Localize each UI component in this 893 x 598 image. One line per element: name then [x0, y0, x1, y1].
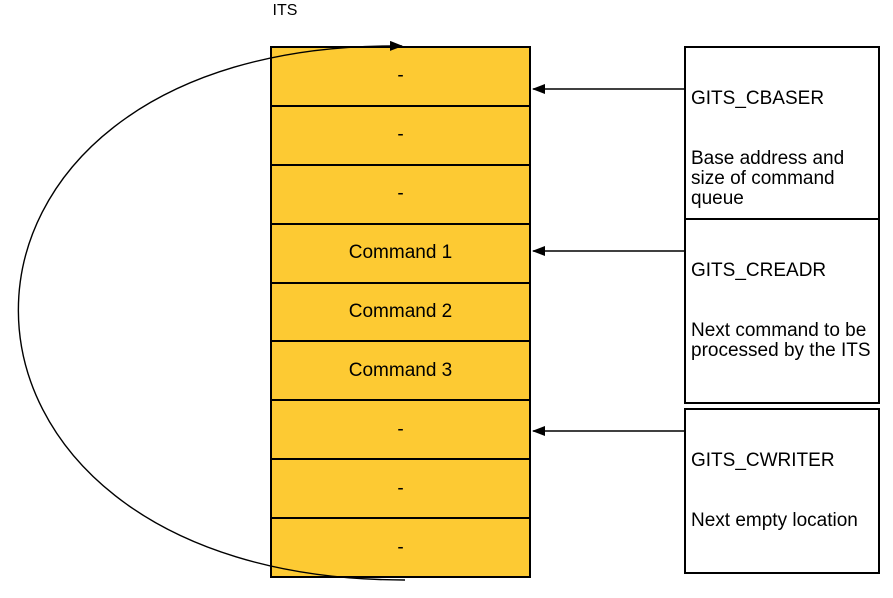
gits-cwriter-title: GITS_CWRITER — [691, 450, 835, 471]
gits-creadr-note: GITS_CREADR Next command to be processed… — [684, 218, 880, 404]
queue-row-empty-4: - — [272, 399, 529, 458]
queue-row-empty-5: - — [272, 458, 529, 517]
gits-cbaser-description: Base address and size of command queue — [691, 148, 845, 209]
gits-creadr-title: GITS_CREADR — [691, 260, 827, 281]
queue-row-empty-2: - — [272, 104, 529, 164]
queue-row-empty-6: - — [272, 517, 529, 576]
its-label: ITS — [272, 2, 298, 19]
gits-cbaser-title: GITS_CBASER — [691, 88, 825, 109]
gits-cbaser-note: GITS_CBASER Base address and size of com… — [684, 46, 880, 252]
queue-row-command-1: Command 1 — [272, 222, 529, 282]
gits-cwriter-description: Next empty location — [691, 510, 858, 531]
queue-row-command-3: Command 3 — [272, 340, 529, 399]
gits-creadr-description: Next command to be processed by the ITS — [691, 320, 871, 361]
gits-cwriter-note: GITS_CWRITER Next empty location — [684, 408, 880, 574]
command-queue-table: - - - Command 1 Command 2 Command 3 - - … — [270, 46, 531, 578]
queue-row-empty-3: - — [272, 163, 529, 223]
queue-row-empty-1: - — [397, 65, 404, 87]
queue-row-command-2: Command 2 — [272, 281, 529, 341]
